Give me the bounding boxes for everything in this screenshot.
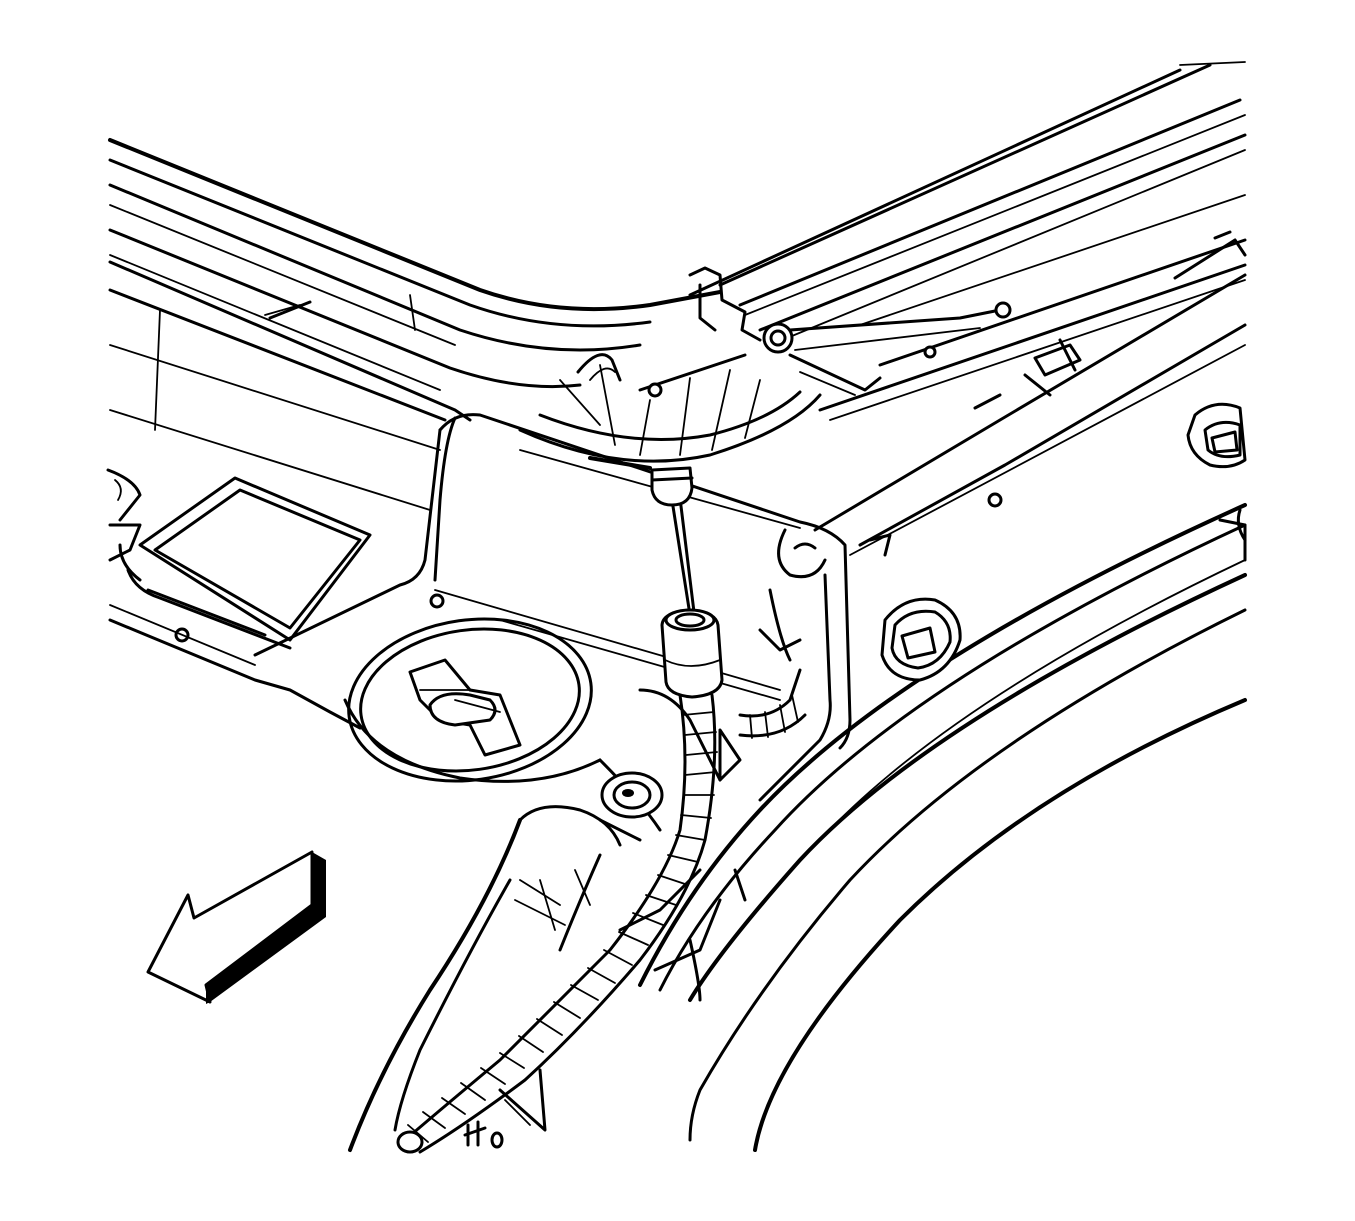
center-trim-panel — [253, 353, 852, 802]
left-recess-panel — [106, 468, 372, 730]
direction-arrow-icon — [146, 850, 326, 1004]
round-access-cover — [343, 593, 602, 783]
wiring-harness — [396, 466, 807, 1154]
lower-pillar — [348, 688, 742, 1152]
upper-left-roof-rail — [108, 138, 722, 511]
upper-right-roof-rail — [688, 61, 1247, 421]
right-body-sweep — [638, 273, 1247, 1152]
